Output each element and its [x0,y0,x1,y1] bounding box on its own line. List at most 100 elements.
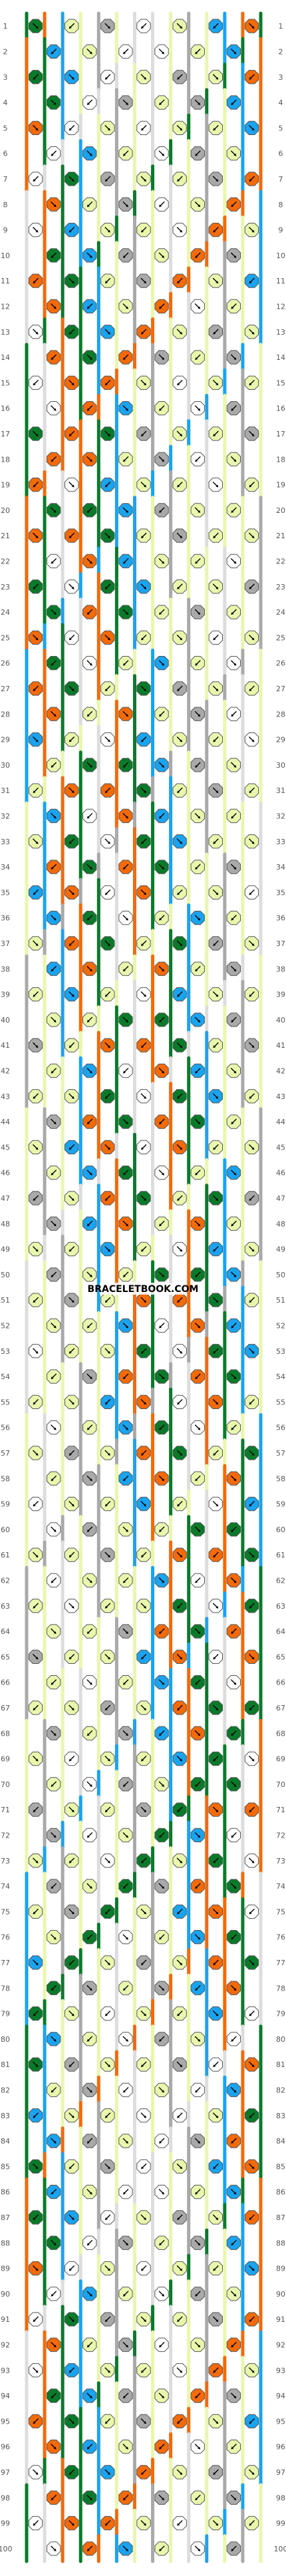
arrow-icon [122,150,129,156]
knot [65,1751,79,1766]
knot [100,273,115,288]
arrow-icon [86,915,93,921]
arrow-icon [122,1679,129,1685]
knot [82,2490,97,2505]
knot [190,95,205,110]
arrow-icon [141,1959,147,1965]
row-number-right: 69 [276,1755,285,1764]
arrow-icon [159,1017,165,1023]
knot [28,732,43,747]
arrow-icon [86,1883,92,1889]
knot [244,1649,259,1664]
knot [28,1191,43,1206]
row-number-right: 38 [276,965,285,973]
knot [226,95,241,110]
knot [82,248,97,263]
arrow-icon [86,2291,92,2297]
knot [136,2159,151,2174]
arrow-icon [51,354,57,361]
knot [190,1267,205,1282]
knot [47,2287,61,2301]
arrow-icon [69,2265,75,2271]
arrow-icon [141,940,147,946]
arrow-icon [86,762,92,768]
arrow-icon [51,1526,57,1532]
knot [82,1828,97,1843]
arrow-icon [231,1424,237,1430]
arrow-icon [176,532,183,539]
knot [65,2465,79,2480]
arrow-icon [33,1959,39,1965]
knot [154,2440,169,2454]
knot [226,248,241,263]
row-number-right: 26 [276,659,285,668]
knot [244,2006,259,2021]
row-number-right: 66 [276,1679,285,1687]
arrow-icon [51,2086,57,2093]
knot [100,1496,115,1512]
row-number-left: 91 [1,2315,10,2324]
arrow-icon [195,252,201,258]
row-number-left: 35 [1,888,10,897]
knot [226,2541,241,2556]
arrow-icon [122,1017,128,1023]
arrow-icon [159,2239,165,2246]
arrow-icon [177,277,183,284]
knot [208,1904,223,1919]
knot [208,19,223,33]
arrow-icon [86,864,92,870]
knot [82,1267,97,1282]
knot [65,2312,79,2327]
knot [172,477,187,492]
knot [100,325,115,339]
knot [244,681,259,696]
row-number-left: 61 [1,1551,10,1559]
arrow-icon [177,583,183,589]
arrow-icon [104,736,110,742]
arrow-icon [140,379,146,386]
arrow-icon [249,482,255,488]
knot [226,2082,241,2098]
row-number-right: 68 [276,1729,285,1738]
arrow-icon [122,2239,128,2246]
arrow-icon [159,2545,165,2551]
knot [154,1013,169,1027]
knot [244,732,259,747]
row-number-right: 87 [276,2213,285,2222]
knot [47,808,61,824]
knot [118,1318,133,1333]
arrow-icon [213,329,219,335]
knot [82,1318,97,1333]
arrow-icon [213,2367,219,2373]
knot [154,656,169,671]
row-number-right: 33 [276,838,285,846]
knot [47,911,61,925]
row-number-right: 51 [276,1296,285,1305]
knot [100,1344,115,1359]
arrow-icon [51,558,57,564]
row-number-left: 70 [1,1780,10,1789]
knot [82,1981,97,1995]
arrow-icon [158,1373,165,1380]
arrow-icon [86,1220,93,1227]
knot [244,1802,259,1817]
arrow-icon [177,889,183,895]
arrow-icon [86,711,93,717]
arrow-icon [86,2341,93,2348]
knot [47,1318,61,1333]
arrow-icon [195,1170,201,1176]
knot [100,2108,115,2123]
arrow-icon [230,1373,237,1380]
arrow-icon [195,2494,201,2501]
arrow-icon [104,889,111,895]
arrow-icon [122,2545,128,2551]
arrow-icon [194,1118,201,1125]
knot [100,681,115,696]
knot [154,1114,169,1129]
arrow-icon [33,1806,39,1813]
row-number-left: 64 [1,1627,10,1636]
row-number-left: 37 [1,939,10,948]
arrow-icon [33,2469,39,2475]
knot [82,1726,97,1740]
knot [65,426,79,441]
